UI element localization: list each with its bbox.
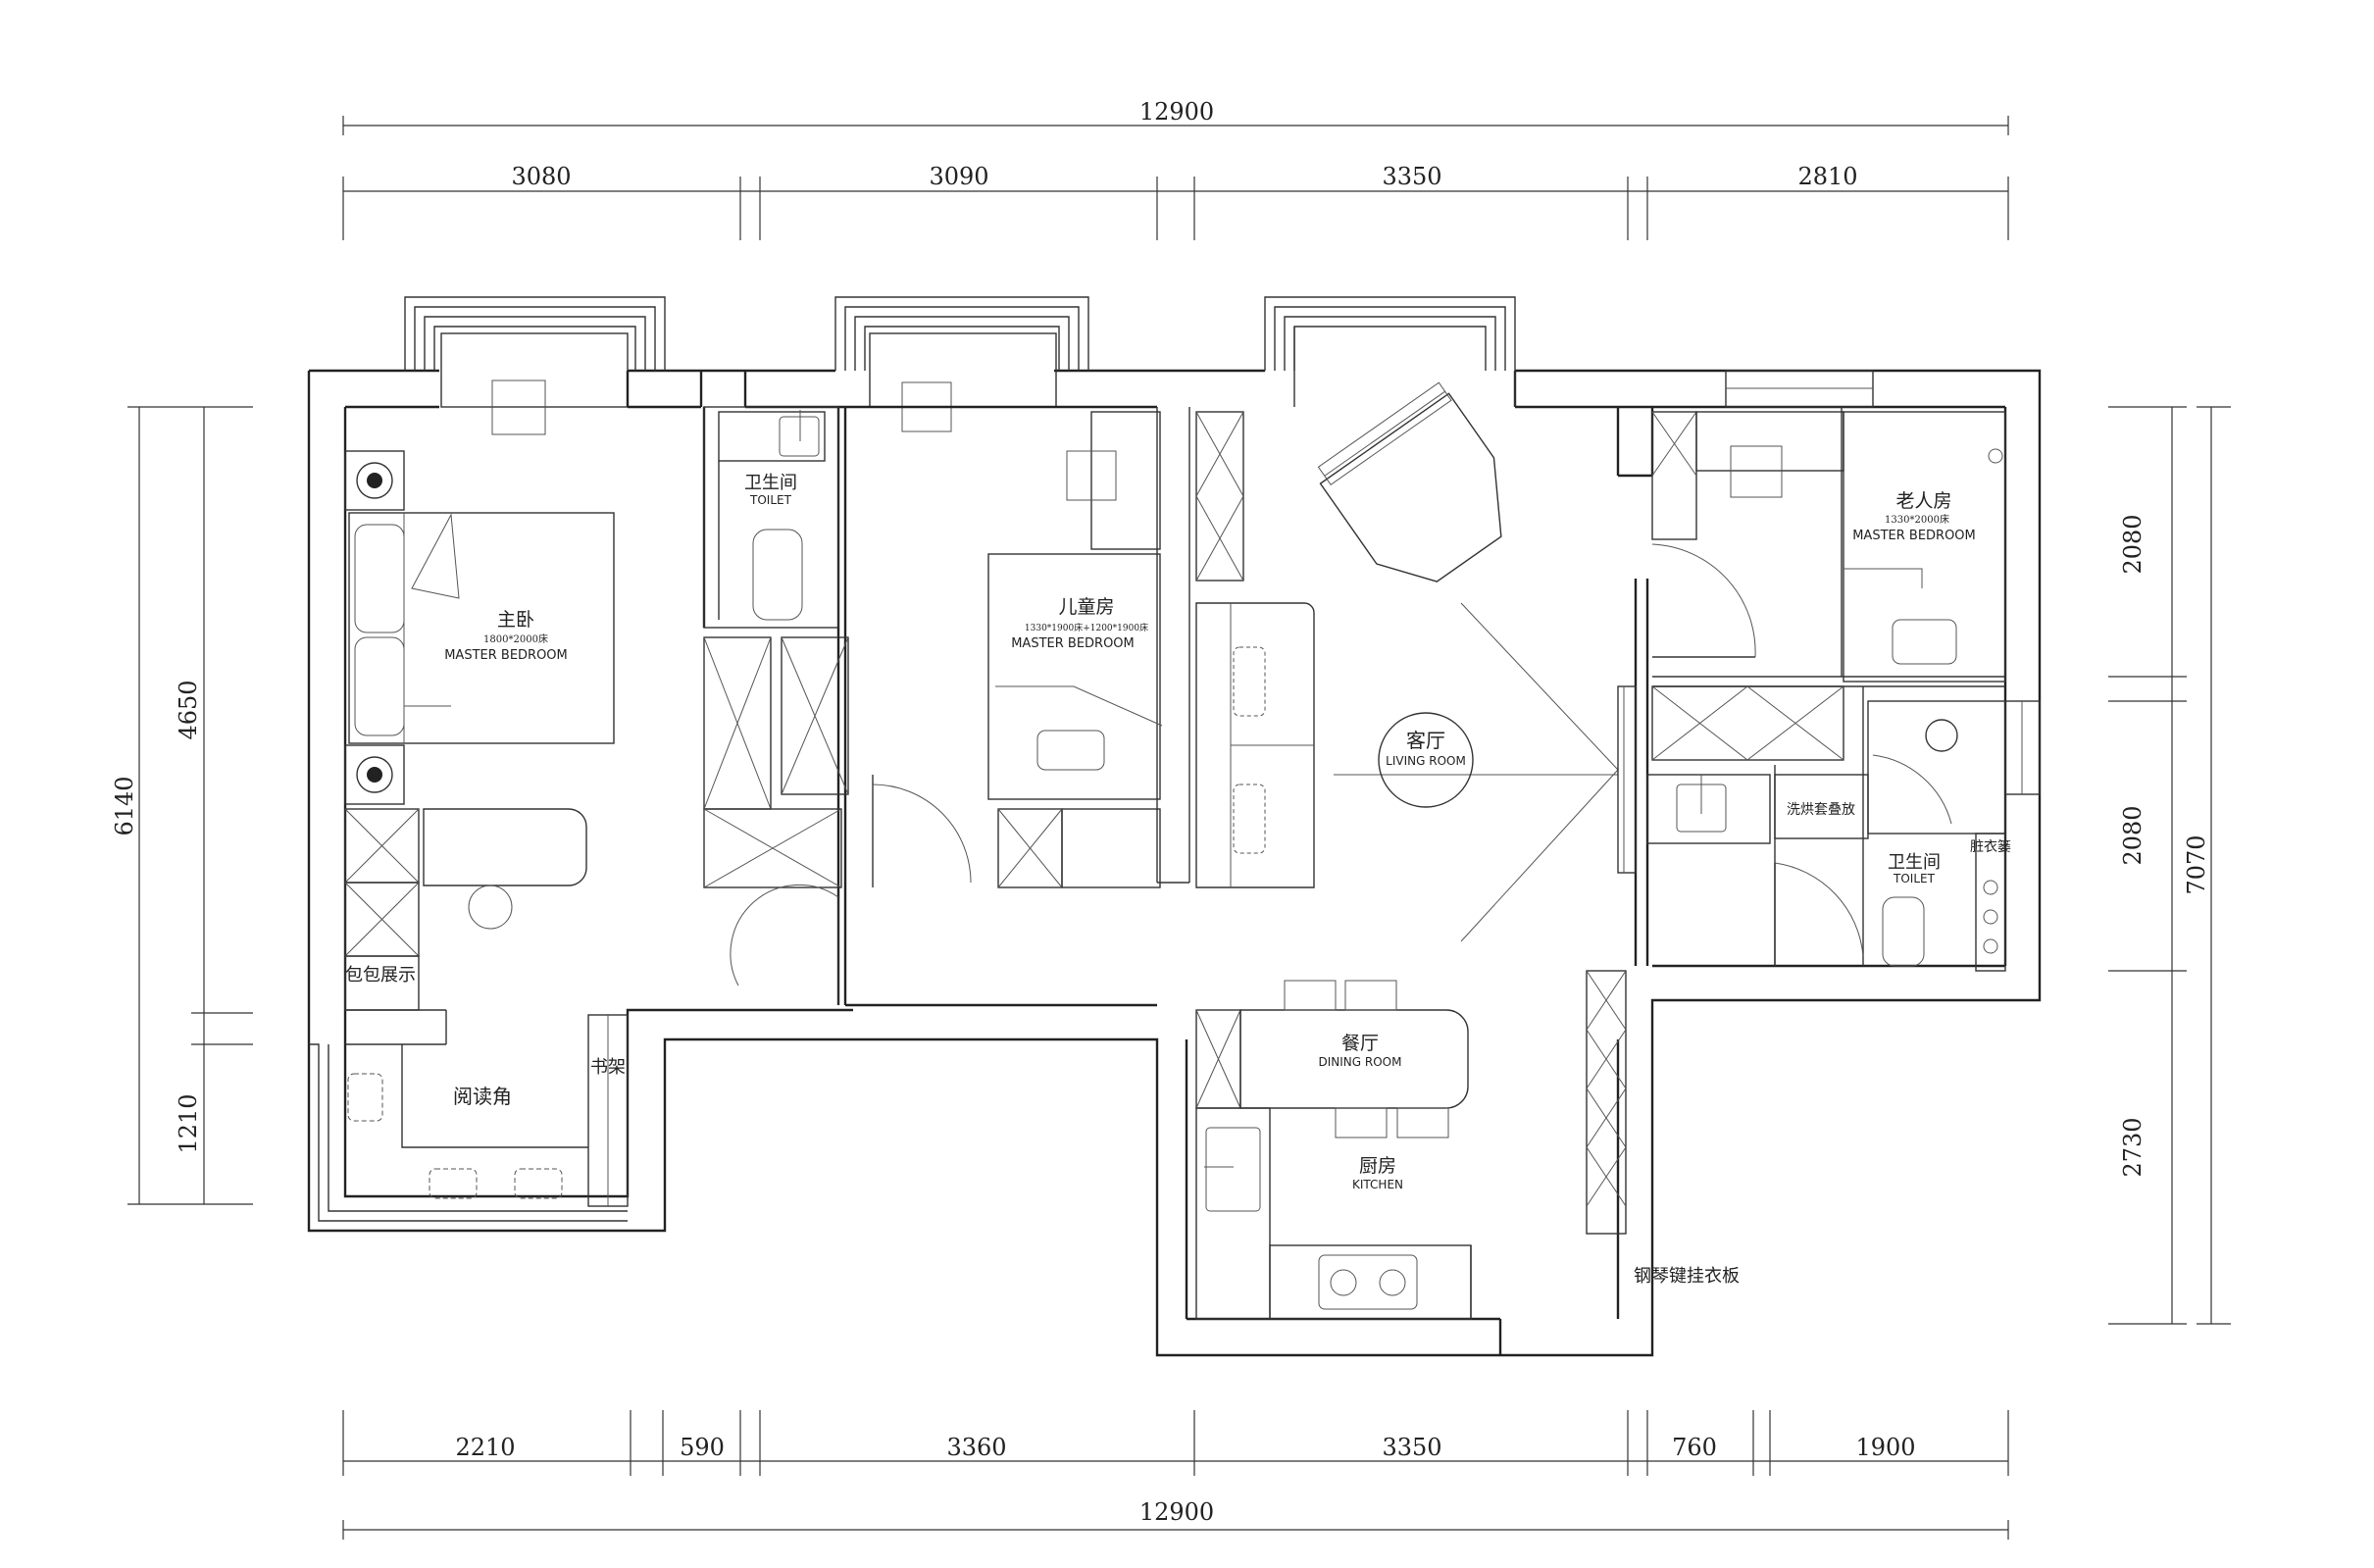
kitchen [1195, 1107, 1472, 1320]
living-room-cn: 客厅 [1406, 729, 1445, 752]
living-room-en: LIVING ROOM [1386, 754, 1466, 768]
dim-bottom-seg-4: 3350 [1382, 1434, 1441, 1461]
bottom-dimensions [342, 1410, 2009, 1540]
dim-top-seg-3: 3350 [1382, 163, 1441, 190]
dim-right-outer: 7070 [2183, 835, 2210, 894]
dining-room [1195, 970, 1627, 1235]
toilet-1-cn: 卫生间 [744, 473, 797, 493]
elder-room [1651, 411, 2006, 761]
living-room [1195, 381, 1637, 942]
kids-room-cn: 儿童房 [1058, 596, 1114, 618]
dim-bottom-seg-6: 1900 [1855, 1434, 1915, 1461]
outer-walls [307, 369, 2042, 1357]
toilet-1-en: TOILET [749, 493, 792, 507]
kitchen-cn: 厨房 [1359, 1155, 1396, 1177]
dim-top-total: 12900 [1139, 98, 1214, 126]
dim-top-seg-2: 3090 [929, 163, 988, 190]
dim-right-inner-2: 2080 [2119, 805, 2147, 865]
dim-right-inner-1: 2080 [2119, 514, 2147, 574]
dim-bottom-seg-3: 3360 [946, 1434, 1006, 1461]
bookshelf-label: 书架 [590, 1057, 626, 1078]
window-right [2004, 700, 2041, 795]
kitchen-en: KITCHEN [1352, 1178, 1403, 1191]
bay-window-master [404, 296, 666, 435]
toilet-2-en: TOILET [1893, 872, 1936, 885]
dining-room-cn: 餐厅 [1341, 1033, 1379, 1054]
elder-room-cn: 老人房 [1895, 490, 1951, 512]
interior-walls [626, 371, 2005, 1007]
elder-room-en: MASTER BEDROOM [1852, 529, 1976, 543]
master-bedroom-size: 1800*2000床 [483, 632, 548, 645]
top-dimensions [342, 116, 2009, 240]
elder-room-size: 1330*2000床 [1885, 513, 1949, 526]
dim-left-inner-1: 4650 [175, 680, 202, 739]
dim-right-inner-3: 2730 [2119, 1117, 2147, 1177]
piano-coat-board-label: 钢琴键挂衣板 [1634, 1266, 1740, 1287]
dining-room-en: DINING ROOM [1319, 1055, 1402, 1069]
bay-window-living [1264, 296, 1516, 407]
laundry-basket-label: 脏衣篓 [1970, 839, 2011, 855]
dim-bottom-seg-2: 590 [680, 1434, 725, 1461]
reading-corner-label: 阅读角 [453, 1085, 512, 1108]
kids-room [872, 411, 1163, 888]
dim-top-seg-1: 3080 [511, 163, 571, 190]
kids-room-en: MASTER BEDROOM [1011, 636, 1135, 651]
central-wardrobes [703, 636, 849, 1005]
washer-dryer-label: 洗烘套叠放 [1787, 802, 1855, 818]
master-bedroom-cn: 主卧 [497, 609, 534, 631]
dim-bottom-total: 12900 [1139, 1498, 1214, 1526]
dim-left-inner-2: 1210 [175, 1093, 202, 1153]
kids-room-size: 1330*1900床+1200*1900床 [1025, 622, 1148, 633]
reading-corner [347, 1014, 629, 1207]
right-dimensions [2108, 406, 2231, 1325]
dim-bottom-seg-1: 2210 [455, 1434, 515, 1461]
bag-display-label: 包包展示 [345, 965, 416, 986]
window-elder [1725, 370, 1874, 408]
master-bedroom-en: MASTER BEDROOM [444, 648, 568, 663]
left-dimensions [127, 406, 253, 1205]
master-bed [348, 512, 615, 744]
window-reading [309, 1043, 628, 1222]
toilet-2 [1646, 700, 2006, 972]
master-bedroom [344, 450, 615, 1045]
dim-left-outer: 6140 [111, 776, 138, 835]
toilet-1 [703, 406, 839, 629]
piano-icon [1317, 381, 1502, 582]
toilet-2-cn: 卫生间 [1888, 852, 1941, 873]
dim-top-seg-4: 2810 [1797, 163, 1857, 190]
dim-bottom-seg-5: 760 [1672, 1434, 1717, 1461]
bay-window-kids [834, 296, 1089, 432]
